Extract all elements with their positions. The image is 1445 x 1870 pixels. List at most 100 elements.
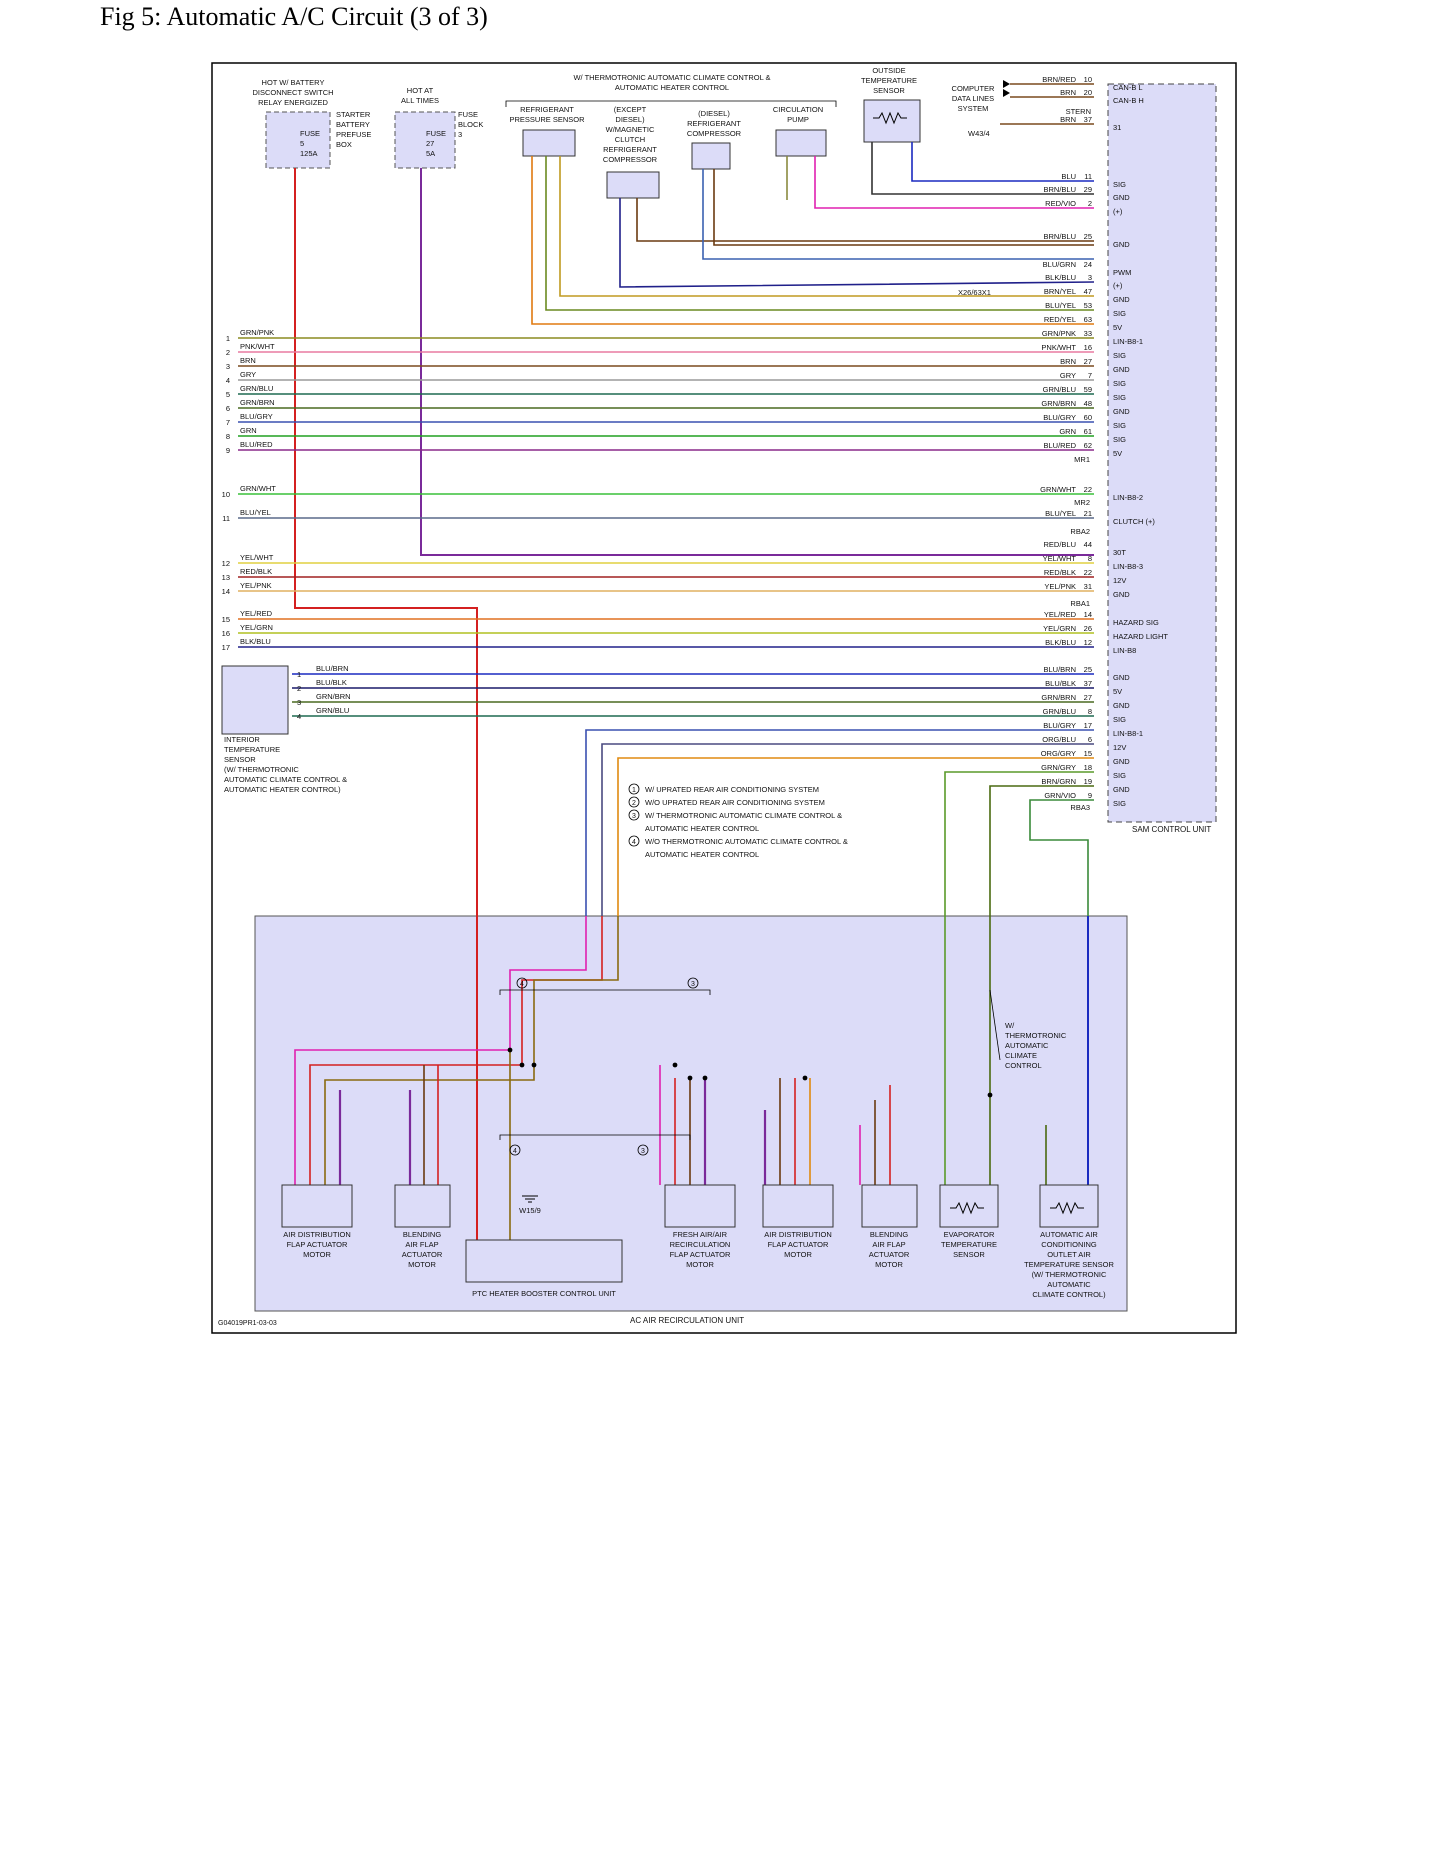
sensor-pin-wire: BLU/BRN (316, 664, 349, 673)
bus-line-number: 4 (226, 376, 230, 385)
rba-connector-label: RBA3 (1070, 803, 1090, 812)
sam-wire-color: YEL/PNK (1044, 582, 1076, 591)
w-thermotronic-label: CONTROL (1005, 1061, 1042, 1070)
mag-clutch-compressor-label: COMPRESSOR (603, 155, 658, 164)
wire-thermo-pointer (989, 989, 1001, 1061)
sam-pin-function: LIN-B8-1 (1113, 337, 1143, 346)
rba-connector-label: MR2 (1074, 498, 1090, 507)
starter-box-label: PREFUSE (336, 130, 371, 139)
sam-wire-color: RED/YEL (1044, 315, 1076, 324)
w-thermotronic-label: AUTOMATIC (1005, 1041, 1049, 1050)
splice-dot (702, 1075, 708, 1081)
sam-wire-color: ORG/GRY (1041, 749, 1076, 758)
sam-pin-number: 8 (1088, 707, 1092, 716)
diagram-frame (211, 62, 1237, 1334)
sam-pin-number: 10 (1084, 75, 1092, 84)
fuse5-label: 5 (300, 139, 304, 148)
note-marker-number: 3 (641, 1148, 645, 1155)
hot-all-times-label: HOT AT (407, 86, 434, 95)
bus-line-color: GRN (240, 426, 257, 435)
sam-pin-function: LIN-B8 (1113, 646, 1136, 655)
sam-pin-function: HAZARD SIG (1113, 618, 1159, 627)
note-text: W/ THERMOTRONIC AUTOMATIC CLIMATE CONTRO… (645, 811, 842, 820)
sam-pin-function: GND (1113, 701, 1130, 710)
interior-sensor-label: (W/ THERMOTRONIC (224, 765, 299, 774)
sam-wire-color: BLU (1061, 172, 1076, 181)
evaporator-label: TEMPERATURE (941, 1240, 997, 1249)
sam-pin-function: 5V (1113, 323, 1122, 332)
splice-dot (531, 1062, 537, 1068)
note-text: AUTOMATIC HEATER CONTROL (645, 824, 759, 833)
interior-sensor-box (221, 665, 289, 735)
sam-pin-function: SIG (1113, 351, 1126, 360)
bus-line-number: 8 (226, 432, 230, 441)
note-marker-number: 3 (691, 981, 695, 988)
sam-pin-number: 48 (1084, 399, 1092, 408)
bus-line-number: 11 (222, 514, 230, 523)
sam-pin-function: SIG (1113, 421, 1126, 430)
resistor-symbol (873, 111, 907, 125)
stern-label: STERN (1066, 107, 1091, 116)
sam-wire-color: ORG/BLU (1042, 735, 1076, 744)
refrigerant-sensor-box (522, 129, 576, 157)
sam-pin-number: 19 (1084, 777, 1092, 786)
sam-pin-function: SIG (1113, 799, 1126, 808)
sam-pin-function: PWM (1113, 268, 1131, 277)
w-thermotronic-label: CLIMATE (1005, 1051, 1037, 1060)
sam-pin-function: 12V (1113, 743, 1126, 752)
sam-wire-color: GRN/PNK (1042, 329, 1076, 338)
bus-line-color: BLU/GRY (240, 412, 273, 421)
bus-line-color: GRN/BRN (240, 398, 275, 407)
prefuse-box (265, 111, 331, 169)
blending-1-label: ACTUATOR (402, 1250, 443, 1259)
splice-dot (987, 1092, 993, 1098)
bracket (499, 1134, 691, 1140)
sensor-pin-number: 2 (297, 684, 301, 693)
computer-data-lines-label: COMPUTER (952, 84, 996, 93)
interior-sensor-label: AUTOMATIC HEATER CONTROL) (224, 785, 341, 794)
rba-connector-label: RBA2 (1070, 527, 1090, 536)
fuse-block-label: BLOCK (458, 120, 483, 129)
note-marker (628, 783, 640, 795)
resistor-symbol (1050, 1201, 1084, 1215)
sam-pin-function: GND (1113, 590, 1130, 599)
blending-motor-1-box (394, 1184, 451, 1228)
bus-line-color: RED/BLK (240, 567, 272, 576)
sam-pin-number: 62 (1084, 441, 1092, 450)
computer-data-lines-label: SYSTEM (958, 104, 989, 113)
sam-pin-number: 12 (1084, 638, 1092, 647)
note-marker-number: 4 (513, 1148, 517, 1155)
diesel-compressor-label: COMPRESSOR (687, 129, 742, 138)
blending-1-label: MOTOR (408, 1260, 436, 1269)
sam-wire-color: BRN/RED (1042, 75, 1076, 84)
sam-pin-number: 27 (1084, 357, 1092, 366)
hot-battery-label: RELAY ENERGIZED (258, 98, 328, 107)
sensor-pin-wire: GRN/BLU (316, 706, 349, 715)
wire-brn-blu-compressor (636, 198, 1094, 242)
sam-wire-color: GRN/BLU (1043, 385, 1076, 394)
mag-clutch-box (606, 171, 660, 199)
bus-line-color: GRN/BLU (240, 384, 273, 393)
sam-pin-number: 11 (1084, 172, 1092, 181)
fuse-block-box (394, 111, 456, 169)
sam-wire-color: YEL/GRN (1043, 624, 1076, 633)
sam-wire-color: BRN/BLU (1043, 232, 1076, 241)
sam-pin-number: 6 (1088, 735, 1092, 744)
wire-blu-outside-temp (911, 142, 1094, 182)
air-dist-1-label: MOTOR (303, 1250, 331, 1259)
bus-line-number: 6 (226, 404, 230, 413)
refrigerant-sensor-label: REFRIGERANT (520, 105, 574, 114)
note-marker-number: 4 (520, 981, 524, 988)
note-marker (628, 796, 640, 808)
sensor-pin-wire: BLU/BLK (316, 678, 347, 687)
splice-dot (519, 1062, 525, 1068)
bus-line-number: 14 (222, 587, 230, 596)
bus-line-number: 12 (222, 559, 230, 568)
diesel-compressor-label: (DIESEL) (698, 109, 730, 118)
sam-pin-function: LIN-B8-3 (1113, 562, 1143, 571)
note-marker-number: 3 (632, 813, 636, 820)
note-marker-number: 4 (632, 839, 636, 846)
arrow-icon (1003, 80, 1010, 88)
sam-pin-function: GND (1113, 365, 1130, 374)
